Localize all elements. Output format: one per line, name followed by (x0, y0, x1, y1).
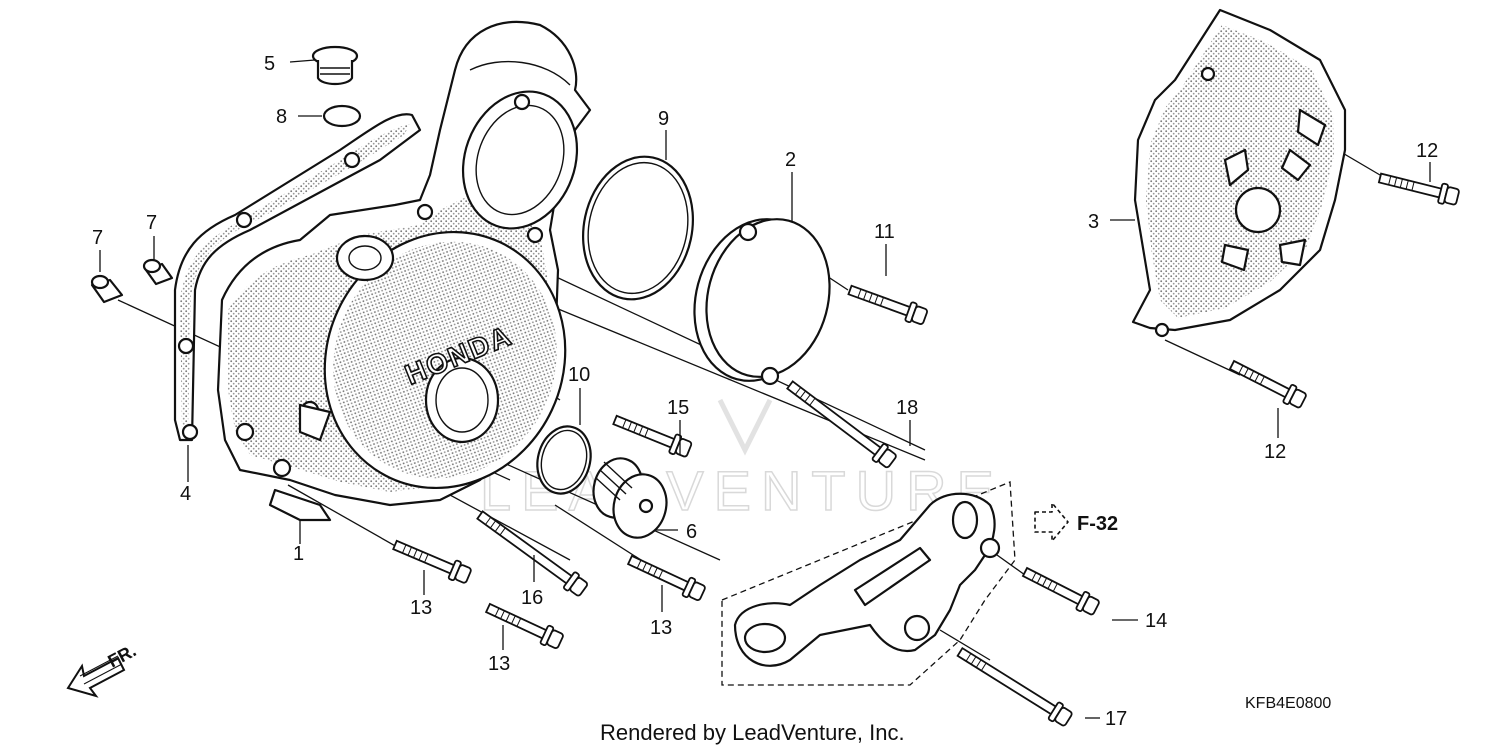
callout-1: 1 (293, 543, 304, 565)
gasket[interactable] (173, 113, 422, 442)
engine-bracket[interactable] (721, 481, 1016, 686)
callout-14: 14 (1145, 610, 1167, 632)
front-direction-indicator: FR. (66, 640, 139, 698)
callout-18: 18 (896, 397, 918, 419)
inspection-cover[interactable] (677, 205, 847, 396)
bolt-12a[interactable] (1376, 167, 1461, 208)
callout-10: 10 (568, 364, 590, 386)
callout-2: 2 (785, 149, 796, 171)
callout-8: 8 (276, 106, 287, 128)
large-o-ring[interactable] (570, 146, 706, 309)
bolt-11[interactable] (845, 279, 930, 328)
callout-11: 11 (874, 221, 895, 243)
callout-15: 15 (667, 397, 689, 419)
bolt-13c[interactable] (624, 550, 708, 604)
reference-label: F-32 (1077, 513, 1118, 535)
callout-13c: 13 (650, 617, 672, 639)
callout-9: 9 (658, 108, 669, 130)
small-o-ring[interactable] (530, 420, 598, 499)
sprocket-cover[interactable] (1131, 8, 1347, 338)
callout-13a: 13 (410, 597, 432, 619)
callout-12b: 12 (1264, 441, 1286, 463)
drain-plug[interactable] (587, 453, 673, 544)
callout-5: 5 (264, 53, 275, 75)
reference-f32[interactable]: F-32 (1034, 502, 1118, 542)
callout-labels: 5 8 7 7 9 2 11 18 15 10 6 4 1 13 13 16 1… (92, 53, 1438, 730)
render-credit: Rendered by LeadVenture, Inc. (600, 720, 905, 745)
callout-7b: 7 (146, 212, 157, 234)
callout-17: 17 (1105, 708, 1127, 730)
bolt-12b[interactable] (1226, 355, 1309, 412)
callout-3: 3 (1088, 211, 1099, 233)
callout-6: 6 (686, 521, 697, 543)
filler-cap[interactable] (311, 45, 359, 86)
bolt-13a[interactable] (390, 534, 474, 587)
leader-lines (99, 59, 1431, 719)
callout-4: 4 (180, 483, 191, 505)
diagram-code: KFB4E0800 (1245, 695, 1331, 712)
bolt-17[interactable] (953, 642, 1075, 730)
callout-7a: 7 (92, 227, 103, 249)
dowel-pin-2[interactable] (142, 258, 174, 286)
callout-13b: 13 (488, 653, 510, 675)
dowel-pin-1[interactable] (90, 274, 124, 304)
callout-12a: 12 (1416, 140, 1438, 162)
bolt-14[interactable] (1019, 562, 1102, 619)
filler-cap-o-ring[interactable] (322, 104, 362, 128)
callout-16: 16 (521, 587, 543, 609)
bolt-18[interactable] (783, 376, 900, 471)
crankcase-cover-left[interactable]: HONDA (216, 20, 607, 528)
